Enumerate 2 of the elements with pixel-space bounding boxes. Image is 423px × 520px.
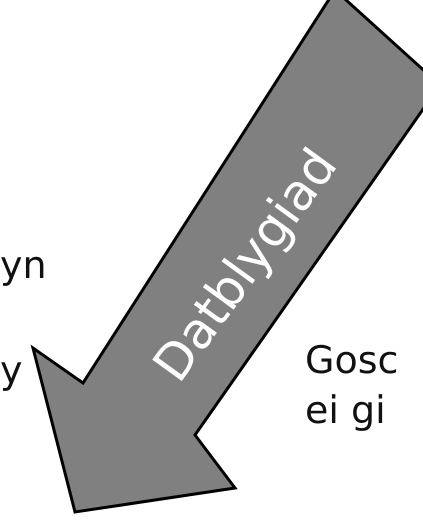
text-label: y bbox=[0, 347, 22, 394]
text-label: yn bbox=[0, 242, 47, 289]
